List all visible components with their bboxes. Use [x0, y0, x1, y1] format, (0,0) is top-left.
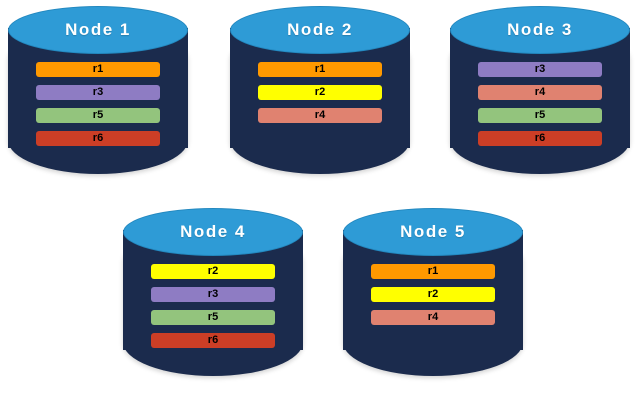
node-2-label: Node 2 [287, 20, 353, 39]
record-bar-r2[interactable]: r2 [258, 85, 382, 100]
node-4-cylinder-top [123, 208, 303, 256]
node-2[interactable]: Node 2 r1 r2 r4 [230, 6, 410, 184]
node-5-record-list: r1 r2 r4 [371, 264, 495, 325]
record-bar-r2[interactable]: r2 [151, 264, 275, 279]
record-bar-r1[interactable]: r1 [36, 62, 160, 77]
node-1-label: Node 1 [65, 20, 131, 39]
node-3-cylinder-top [450, 6, 630, 54]
record-bar-r6[interactable]: r6 [36, 131, 160, 146]
node-4-record-list: r2 r3 r5 r6 [151, 264, 275, 348]
node-3-record-list: r3 r4 r5 r6 [478, 62, 602, 146]
node-4-label: Node 4 [180, 222, 246, 241]
record-bar-r6[interactable]: r6 [151, 333, 275, 348]
record-bar-r6[interactable]: r6 [478, 131, 602, 146]
record-bar-r4[interactable]: r4 [478, 85, 602, 100]
node-2-record-list: r1 r2 r4 [258, 62, 382, 123]
record-bar-r5[interactable]: r5 [151, 310, 275, 325]
record-bar-r3[interactable]: r3 [478, 62, 602, 77]
node-1-cylinder-top [8, 6, 188, 54]
record-bar-r4[interactable]: r4 [371, 310, 495, 325]
node-1-record-list: r1 r3 r5 r6 [36, 62, 160, 146]
node-4[interactable]: Node 4 r2 r3 r5 r6 [123, 208, 303, 386]
record-bar-r4[interactable]: r4 [258, 108, 382, 123]
record-bar-r1[interactable]: r1 [258, 62, 382, 77]
node-5-label: Node 5 [400, 222, 466, 241]
record-bar-r3[interactable]: r3 [151, 287, 275, 302]
record-bar-r1[interactable]: r1 [371, 264, 495, 279]
record-bar-r5[interactable]: r5 [36, 108, 160, 123]
node-3-label: Node 3 [507, 20, 573, 39]
record-bar-r5[interactable]: r5 [478, 108, 602, 123]
node-2-cylinder-top [230, 6, 410, 54]
record-bar-r2[interactable]: r2 [371, 287, 495, 302]
node-3[interactable]: Node 3 r3 r4 r5 r6 [450, 6, 630, 184]
node-5-cylinder-top [343, 208, 523, 256]
record-bar-r3[interactable]: r3 [36, 85, 160, 100]
node-5[interactable]: Node 5 r1 r2 r4 [343, 208, 523, 386]
node-1[interactable]: Node 1 r1 r3 r5 r6 [8, 6, 188, 184]
